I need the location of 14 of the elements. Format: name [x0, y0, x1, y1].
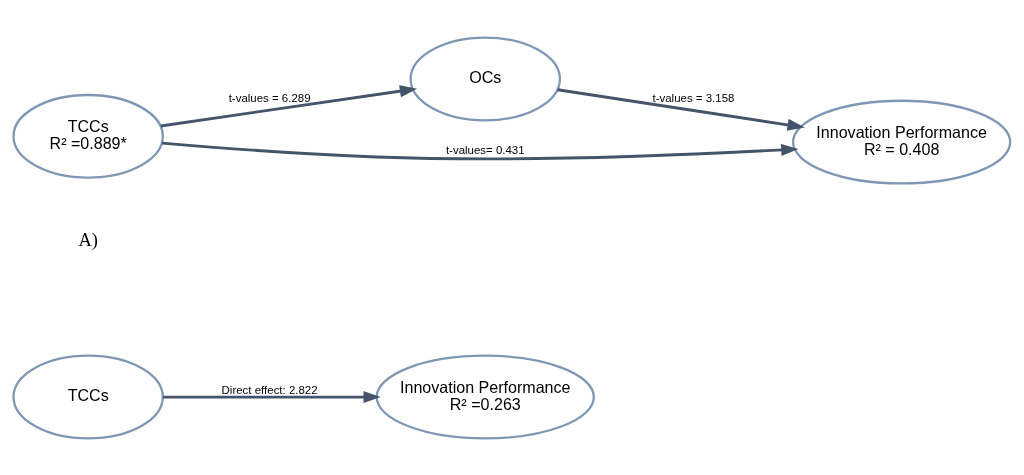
edge-label: t-values= 0.431	[445, 143, 525, 156]
edge-label: t-values = 6.289	[228, 91, 311, 104]
node-ellipse: TCCs	[12, 354, 164, 440]
arrow	[557, 87, 805, 131]
node-ellipse: TCCs R² =0.889*	[12, 93, 164, 179]
arrow	[161, 141, 799, 160]
arrow	[160, 84, 418, 127]
edge-label: Direct effect: 2.822	[221, 383, 318, 396]
node-ellipse: OCs	[409, 35, 562, 121]
node-ellipse: Innovation Performance R² =0.263	[375, 354, 595, 440]
label: A)	[78, 229, 98, 250]
arrow	[163, 390, 381, 403]
node-ellipse: Innovation Performance R² = 0.408	[791, 99, 1012, 185]
edge-label: t-values = 3.158	[652, 91, 735, 104]
